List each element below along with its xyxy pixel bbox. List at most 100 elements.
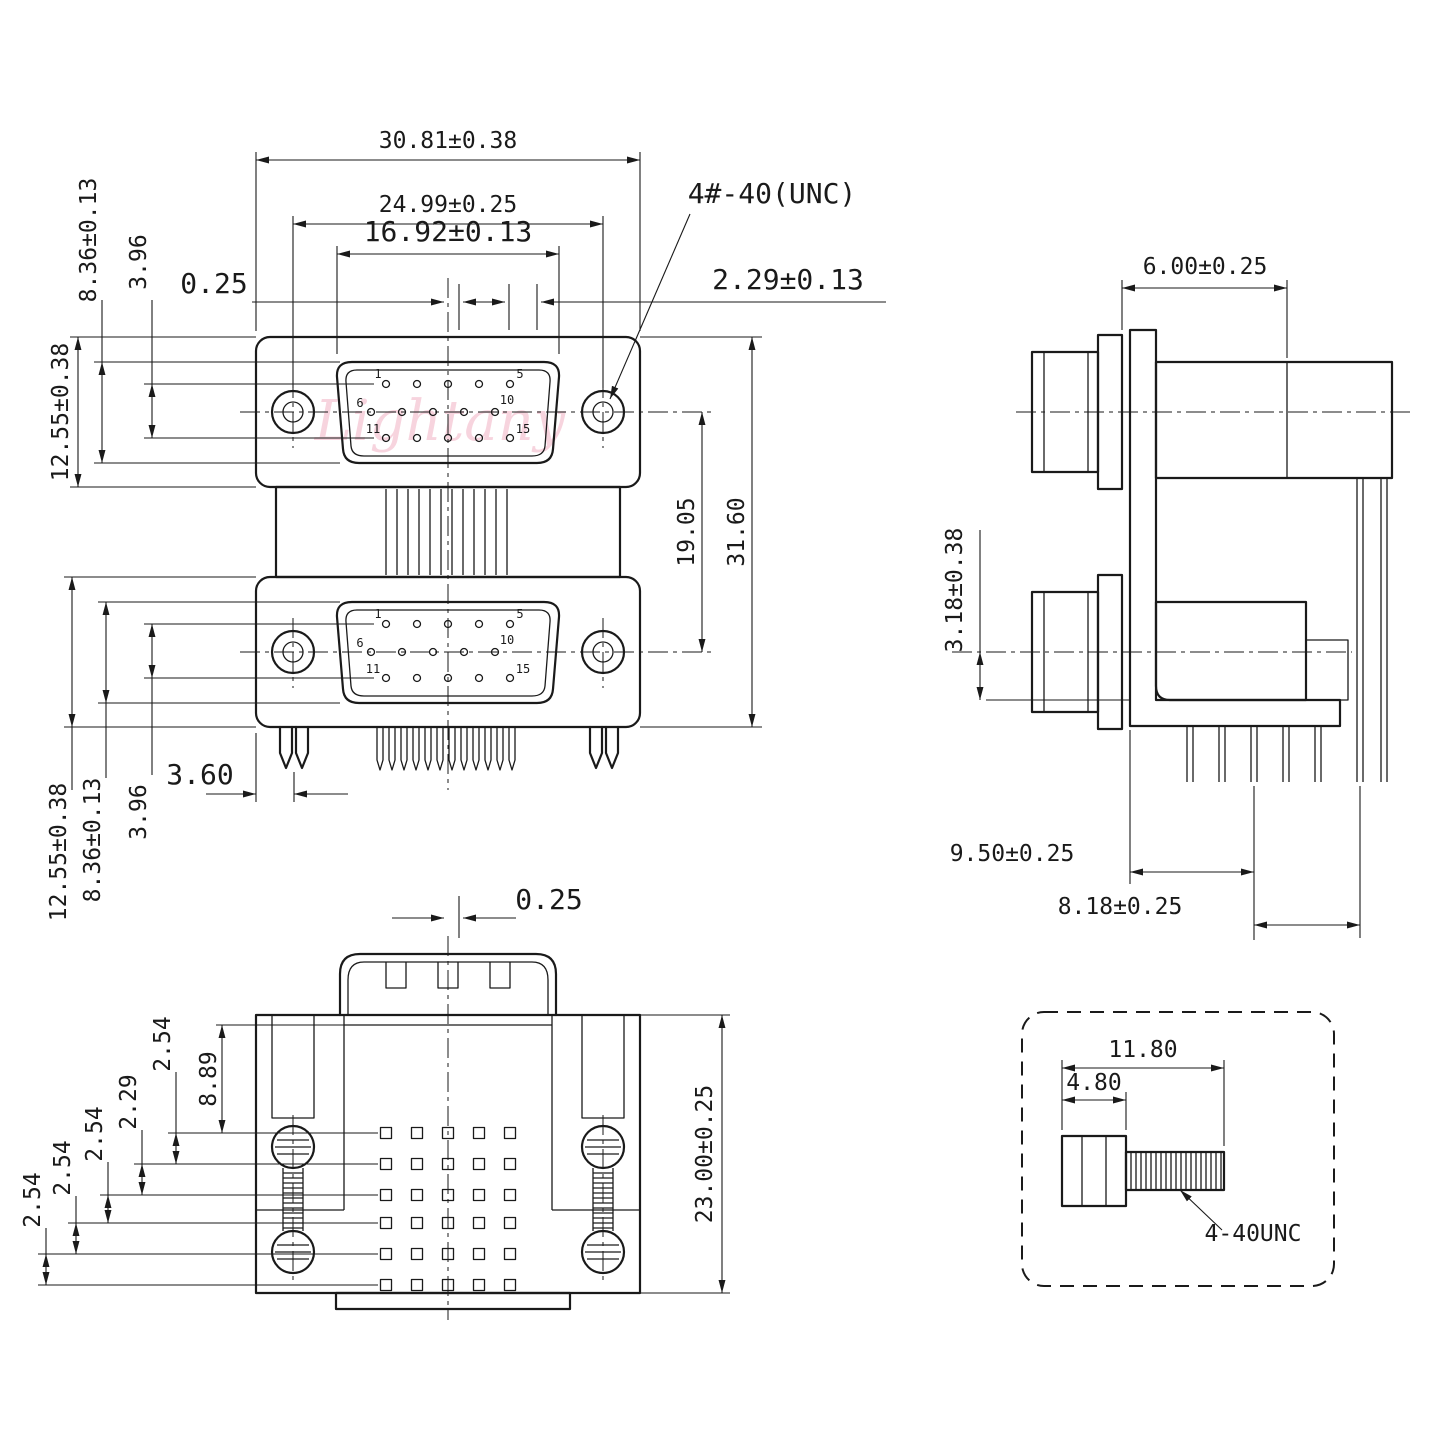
side-dimensions: 6.00±0.25 3.18±0.38 9.50±0.25 8.18±0.25 xyxy=(942,254,1361,940)
ext-foot-offset xyxy=(255,733,295,802)
rear-bottom-lip xyxy=(334,1291,572,1311)
left-board-lock xyxy=(278,725,310,770)
detail-boundary-box xyxy=(1021,1011,1335,1287)
side-geometry xyxy=(952,328,1412,782)
dim-pitch-2: 2.54 xyxy=(82,1106,108,1161)
side-view: 6.00±0.25 3.18±0.38 9.50±0.25 8.18±0.25 xyxy=(942,254,1412,940)
upper-body-side xyxy=(1154,360,1394,480)
thread-callout: 4#-40(UNC) xyxy=(688,177,857,210)
rear-view: 0.25 23.00±0.25 8.89 2.54 2.29 2.54 2.54… xyxy=(20,883,730,1320)
rear-inner-steps xyxy=(256,1015,640,1211)
ext-screw-dims xyxy=(1061,1060,1225,1146)
screw-head xyxy=(1060,1134,1128,1208)
ext-shell-height-bottom xyxy=(98,601,340,704)
front-view: 1 5 6 10 11 15 xyxy=(46,128,886,921)
mounting-bracket xyxy=(1128,328,1342,728)
ext-body-height xyxy=(640,1014,730,1294)
dim-pitch-1: 2.54 xyxy=(150,1016,176,1071)
screw-detail: 11.80 4.80 4-40UNC xyxy=(1021,1011,1335,1287)
dim-row-span-top: 3.96 xyxy=(126,234,152,289)
watermark-text: Lightany xyxy=(314,389,567,454)
front-centerlines xyxy=(240,278,712,790)
dim-head-length: 4.80 xyxy=(1066,1070,1121,1096)
ext-bracket-to-pin xyxy=(1129,730,1255,940)
dim-shell-width: 16.92±0.13 xyxy=(364,215,533,248)
pin-label-15: 15 xyxy=(516,662,530,676)
pin-label-1: 1 xyxy=(374,367,381,381)
dim-row-offset: 2.29 xyxy=(116,1074,142,1129)
dim-shroud-depth: 6.00±0.25 xyxy=(1143,254,1268,280)
lower-body-side xyxy=(1154,600,1308,702)
solder-cup-grid xyxy=(379,1126,517,1292)
bent-pins-side xyxy=(1186,726,1322,782)
front-dimensions: 30.81±0.38 24.99±0.25 16.92±0.13 0.25 2.… xyxy=(46,128,886,921)
pin-label-5: 5 xyxy=(516,607,523,621)
pin-label-1: 1 xyxy=(374,607,381,621)
front-bottom-pins xyxy=(278,725,620,771)
thread-label: 4-40UNC xyxy=(1205,1221,1302,1247)
rear-geometry xyxy=(254,936,642,1320)
dim-pin-pitch: 2.29±0.13 xyxy=(712,263,864,296)
ext-flange-height-top xyxy=(70,336,256,488)
dim-center-to-board: 3.18±0.38 xyxy=(942,528,968,653)
thread-label-leader xyxy=(1179,1189,1223,1231)
upper-dshell-outer xyxy=(335,360,561,465)
pin-label-11: 11 xyxy=(366,422,380,436)
lower-pin-holes xyxy=(366,619,515,683)
right-board-lock xyxy=(588,725,620,770)
ext-row-span-top xyxy=(144,383,374,439)
pin-label-6: 6 xyxy=(356,636,363,650)
pin-label-15: 15 xyxy=(516,422,530,436)
dim-screw-length: 11.80 xyxy=(1108,1037,1177,1063)
ext-shell-width xyxy=(336,246,560,354)
pin-label-5: 5 xyxy=(516,367,523,381)
ext-row-span-bottom xyxy=(144,623,374,679)
pin-label-6: 6 xyxy=(356,396,363,410)
screw-head-facets xyxy=(1081,1136,1107,1206)
dim-flange-height-bottom: 12.55±0.38 xyxy=(46,783,72,921)
pin-label-11: 11 xyxy=(366,662,380,676)
dim-center-offset: 0.25 xyxy=(180,267,247,300)
screw-shaft xyxy=(1124,1150,1226,1192)
dim-rear-center-offset: 0.25 xyxy=(515,883,582,916)
ext-flange-height-bottom xyxy=(64,576,256,728)
ext-shell-height-top xyxy=(94,361,340,464)
dim-bracket-to-pin: 9.50±0.25 xyxy=(950,841,1075,867)
lower-pin-numbers: 1 5 6 10 11 15 xyxy=(356,607,530,676)
solder-pin-row xyxy=(376,727,516,771)
thread-callout-leader xyxy=(609,213,691,400)
dim-flange-height-top: 12.55±0.38 xyxy=(48,343,74,481)
dim-pitch-4: 2.54 xyxy=(20,1172,46,1227)
ext-overall-width xyxy=(255,152,641,331)
long-pins-side xyxy=(1356,478,1388,782)
ext-row-cascade xyxy=(38,1024,378,1286)
dim-overall-height: 31.60 xyxy=(724,497,750,566)
lower-dshell-outer xyxy=(335,600,561,705)
upper-dshell-inner xyxy=(345,369,551,457)
screw-hole-centerlines xyxy=(292,378,604,688)
dim-overall-width: 30.81±0.38 xyxy=(379,128,517,154)
mid-body-pin-lines xyxy=(385,489,508,575)
dim-pitch-3: 2.54 xyxy=(50,1140,76,1195)
upper-pin-numbers: 1 5 6 10 11 15 xyxy=(356,367,530,436)
dim-shell-height-top: 8.36±0.13 xyxy=(76,178,102,303)
dim-edge-to-row: 8.89 xyxy=(196,1051,222,1106)
ext-overall-height xyxy=(640,336,762,728)
screw-threads xyxy=(1130,1152,1222,1190)
dim-shell-height-bottom: 8.36±0.13 xyxy=(80,778,106,903)
dim-port-pitch: 19.05 xyxy=(674,497,700,566)
pin-label-10: 10 xyxy=(500,633,514,647)
pin-label-10: 10 xyxy=(500,393,514,407)
dim-foot-offset: 3.60 xyxy=(166,758,233,791)
dim-row-span-bottom: 3.96 xyxy=(126,784,152,839)
lower-dshell-inner xyxy=(345,609,551,697)
rear-dimens­ions: 0.25 23.00±0.25 8.89 2.54 2.29 2.54 2.54… xyxy=(20,883,730,1294)
ext-offset-ticks xyxy=(458,284,538,330)
dim-pin-row-span: 8.18±0.25 xyxy=(1058,894,1183,920)
lower-body-step xyxy=(1305,639,1349,701)
ext-shroud-depth xyxy=(1121,280,1288,358)
dim-mount-hole-span: 24.99±0.25 xyxy=(379,192,517,218)
dim-body-height: 23.00±0.25 xyxy=(692,1085,718,1223)
rear-screw-centerlines xyxy=(292,1115,604,1285)
